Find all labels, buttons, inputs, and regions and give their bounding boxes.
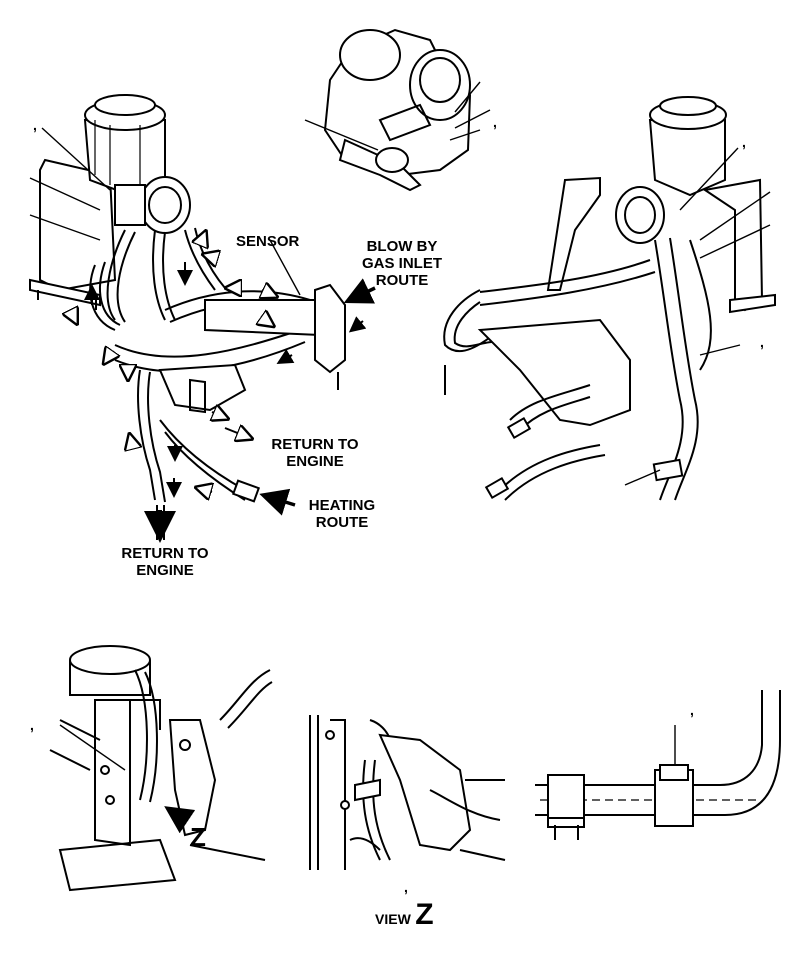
heating-route-label: HEATING ROUTE: [302, 497, 382, 531]
return-to-engine-bottom-label: RETURN TO ENGINE: [110, 545, 220, 579]
callout-mark: ,: [742, 134, 746, 150]
view-z-caption: VIEW Z: [375, 898, 434, 932]
return-right-line-1: RETURN TO: [271, 436, 359, 453]
blow-by-line-1: BLOW BY: [366, 238, 438, 255]
vaporizer-left-drawing: [29, 94, 346, 540]
detail-right-drawing: [535, 690, 781, 840]
view-letter: Z: [415, 898, 434, 931]
vaporizer-right-drawing: [443, 96, 776, 501]
blow-by-gas-inlet-label: BLOW BY GAS INLET ROUTE: [357, 238, 447, 289]
heating-line-2: ROUTE: [315, 514, 369, 531]
detail-left-drawing: [49, 645, 273, 892]
regulator-inset-drawing: [304, 28, 491, 192]
return-bottom-line-2: ENGINE: [136, 562, 194, 579]
callout-mark: ,: [30, 717, 34, 733]
heating-line-1: HEATING: [308, 497, 376, 514]
callout-mark: ,: [493, 114, 497, 130]
z-view-marker: Z: [190, 822, 206, 852]
sensor-label: SENSOR: [236, 233, 300, 250]
view-prefix: VIEW: [375, 911, 411, 927]
callout-mark: ,: [760, 334, 764, 350]
return-right-line-2: ENGINE: [286, 453, 344, 470]
callout-mark: ,: [33, 117, 37, 133]
callout-mark: ,: [690, 702, 694, 718]
flow-arrows-left: [70, 233, 376, 543]
return-to-engine-right-label: RETURN TO ENGINE: [260, 436, 370, 470]
return-bottom-line-1: RETURN TO: [121, 545, 209, 562]
callout-mark: ,: [404, 879, 408, 895]
blow-by-line-2: GAS INLET: [361, 255, 442, 272]
blow-by-line-3: ROUTE: [375, 272, 429, 289]
detail-center-drawing: [309, 715, 506, 870]
